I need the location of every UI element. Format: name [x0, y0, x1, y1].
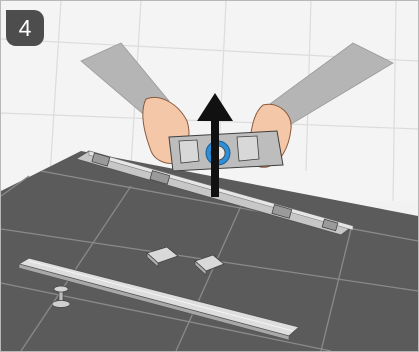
drain-body-icon — [169, 131, 283, 171]
step-number-badge: 4 — [6, 10, 44, 46]
